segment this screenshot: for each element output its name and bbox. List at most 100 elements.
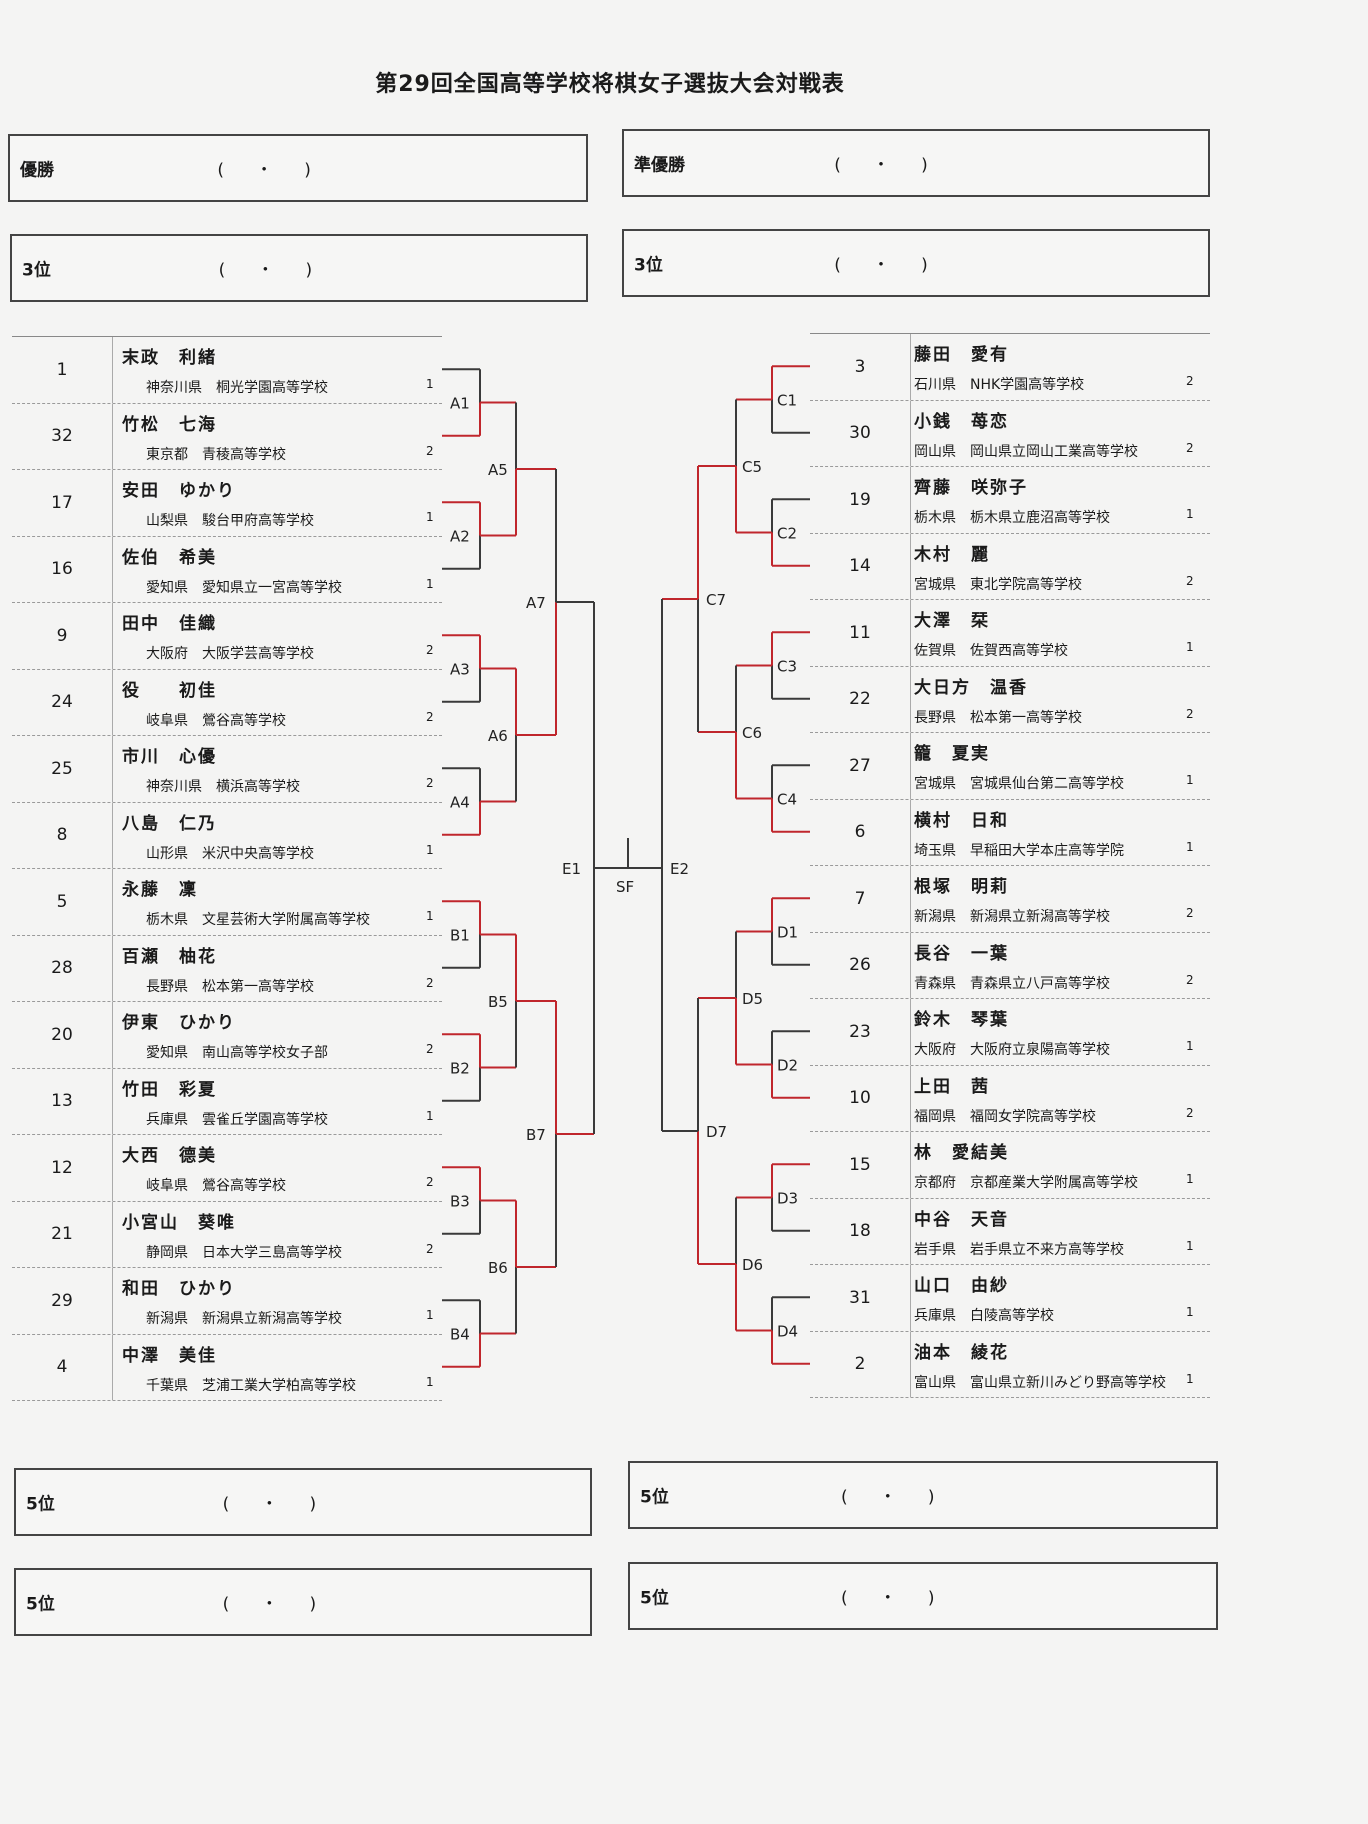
seed-number: 10 [810,1065,911,1131]
player-school: 新潟県 新潟県立新潟高等学校 [146,1311,342,1327]
match-label-c2: C2 [777,525,797,543]
seed-number: 13 [12,1068,113,1134]
player-score: 1 [426,1308,434,1322]
player-name: 横村 日和 [914,810,1009,831]
match-label-e2: E2 [670,860,689,878]
champion-label: 優勝 [20,160,54,181]
player-score: 1 [1186,1371,1194,1386]
match-label-b5: B5 [488,993,508,1011]
fifth-place-slot-d: ( ・ ) [840,1588,937,1609]
player-name: 百瀬 柚花 [122,946,217,967]
player-name: 油本 綾花 [914,1342,1009,1363]
seed-number: 19 [810,467,911,533]
player-school: 岐阜県 鶯谷高等学校 [146,1178,286,1194]
player-school: 新潟県 新潟県立新潟高等学校 [914,909,1110,925]
seed-number: 23 [810,999,911,1065]
third-place-slot-b: ( ・ ) [834,255,930,276]
seed-number: 20 [12,1002,113,1068]
player-school: 岐阜県 鶯谷高等学校 [146,712,286,729]
seed-number: 9 [12,603,113,669]
third-place-label-b: 3位 [634,255,663,276]
player-school: 大阪府 大阪学芸高等学校 [146,646,314,662]
seed-number: 11 [810,600,911,666]
player-name: 小銭 苺恋 [914,411,1009,432]
player-score: 1 [1186,1305,1194,1319]
player-score: 2 [426,1175,434,1189]
player-school: 栃木県 文星芸術大学附属高等学校 [146,912,370,928]
match-label-e1: E1 [562,860,581,878]
champion-slot: ( ・ ) [217,160,313,181]
seed-number: 31 [810,1265,911,1331]
player-name: 永藤 凜 [122,880,198,900]
player-school: 富山県 富山県立新川みどり野高等学校 [914,1374,1166,1391]
player-name: 八島 仁乃 [122,813,217,834]
player-name: 齊藤 咲弥子 [914,478,1028,498]
player-name: 安田 ゆかり [122,481,236,501]
player-name: 大西 德美 [122,1146,217,1166]
match-label-d6: D6 [742,1256,763,1274]
match-label-sf: SF [616,878,634,896]
seed-number: 3 [810,334,911,400]
seed-number: 7 [810,866,911,932]
player-school: 千葉県 芝浦工業大学柏高等学校 [146,1377,356,1394]
runner-up-slot: ( ・ ) [834,155,930,176]
player-name: 伊東 ひかり [122,1013,236,1033]
player-name: 小宮山 葵唯 [122,1212,236,1233]
seed-number: 5 [12,869,113,935]
player-school: 青森県 青森県立八戸高等学校 [914,975,1110,992]
match-label-b1: B1 [450,927,470,945]
player-name: 中谷 天音 [914,1209,1009,1230]
match-label-b7: B7 [526,1126,546,1144]
match-label-d5: D5 [742,990,763,1008]
runner-up-box: 準優勝 ( ・ ) [622,129,1210,197]
seed-number: 8 [12,802,113,868]
match-label-c1: C1 [777,392,797,410]
seed-number: 30 [810,400,911,466]
player-name: 籠 夏実 [914,744,990,764]
player-school: 山形県 米沢中央高等学校 [146,845,314,862]
player-school: 山梨県 駿台甲府高等学校 [146,513,314,529]
player-school: 兵庫県 雲雀丘学園高等学校 [146,1111,328,1128]
player-name: 市川 心優 [122,747,217,767]
player-name: 長谷 一葉 [914,943,1009,964]
seed-number: 32 [12,403,113,469]
player-score: 2 [426,443,434,458]
player-score: 2 [1186,906,1194,920]
player-name: 大澤 栞 [914,611,990,631]
seed-number: 15 [810,1132,911,1198]
player-score: 1 [426,576,434,591]
match-label-b4: B4 [450,1326,470,1344]
player-school: 埼玉県 早稲田大学本庄高等学院 [914,842,1124,859]
player-score: 2 [1186,374,1194,388]
player-school: 岩手県 岩手県立不来方高等学校 [914,1241,1124,1258]
fifth-place-slot-c: ( ・ ) [222,1594,319,1615]
seed-number: 4 [12,1334,113,1400]
player-name: 中澤 美佳 [122,1345,217,1366]
match-label-b3: B3 [450,1193,470,1211]
player-school: 岡山県 岡山県立岡山工業高等学校 [914,443,1138,460]
player-score: 2 [1186,440,1194,455]
seed-number: 6 [810,799,911,865]
seed-number: 28 [12,935,113,1001]
fifth-place-box-d: 5位 ( ・ ) [628,1562,1218,1630]
player-score: 2 [426,643,434,657]
player-score: 1 [1186,1238,1194,1253]
fifth-place-label-c: 5位 [26,1594,55,1615]
seed-number: 18 [810,1198,911,1264]
